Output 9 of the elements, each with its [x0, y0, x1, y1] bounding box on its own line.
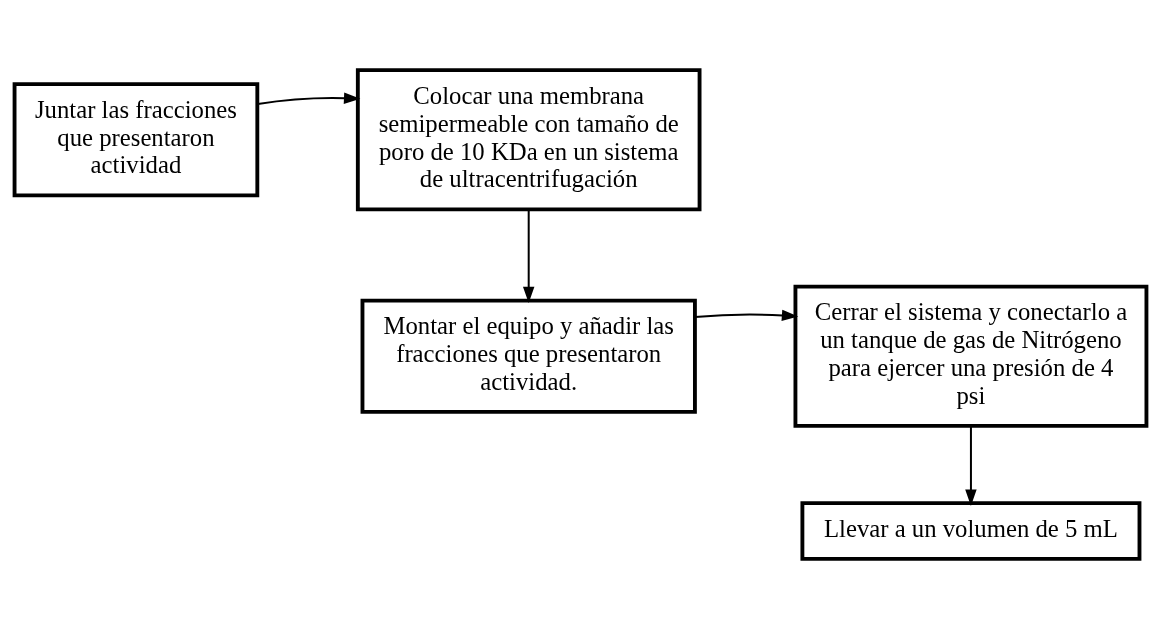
node-box: Llevar a un volumen de 5 mL — [800, 500, 1142, 561]
arrow — [257, 91, 361, 105]
node-box: Cerrar el sistema y conectarlo a un tanque de gas de Nitrógeno para ejercer una presión de 4 psi — [793, 284, 1149, 428]
node-box: Colocar una membrana semipermeable con tamaño de poro de 10 KDa en un sistema de ultracentrifugación — [355, 67, 702, 211]
node-box: Juntar las fracciones que presentaron actividad — [12, 81, 260, 197]
arrow — [965, 425, 977, 506]
node-box: Montar el equipo y añadir las fracciones que presentaron actividad. — [360, 298, 697, 414]
arrow — [522, 208, 535, 303]
arrow — [694, 309, 799, 321]
